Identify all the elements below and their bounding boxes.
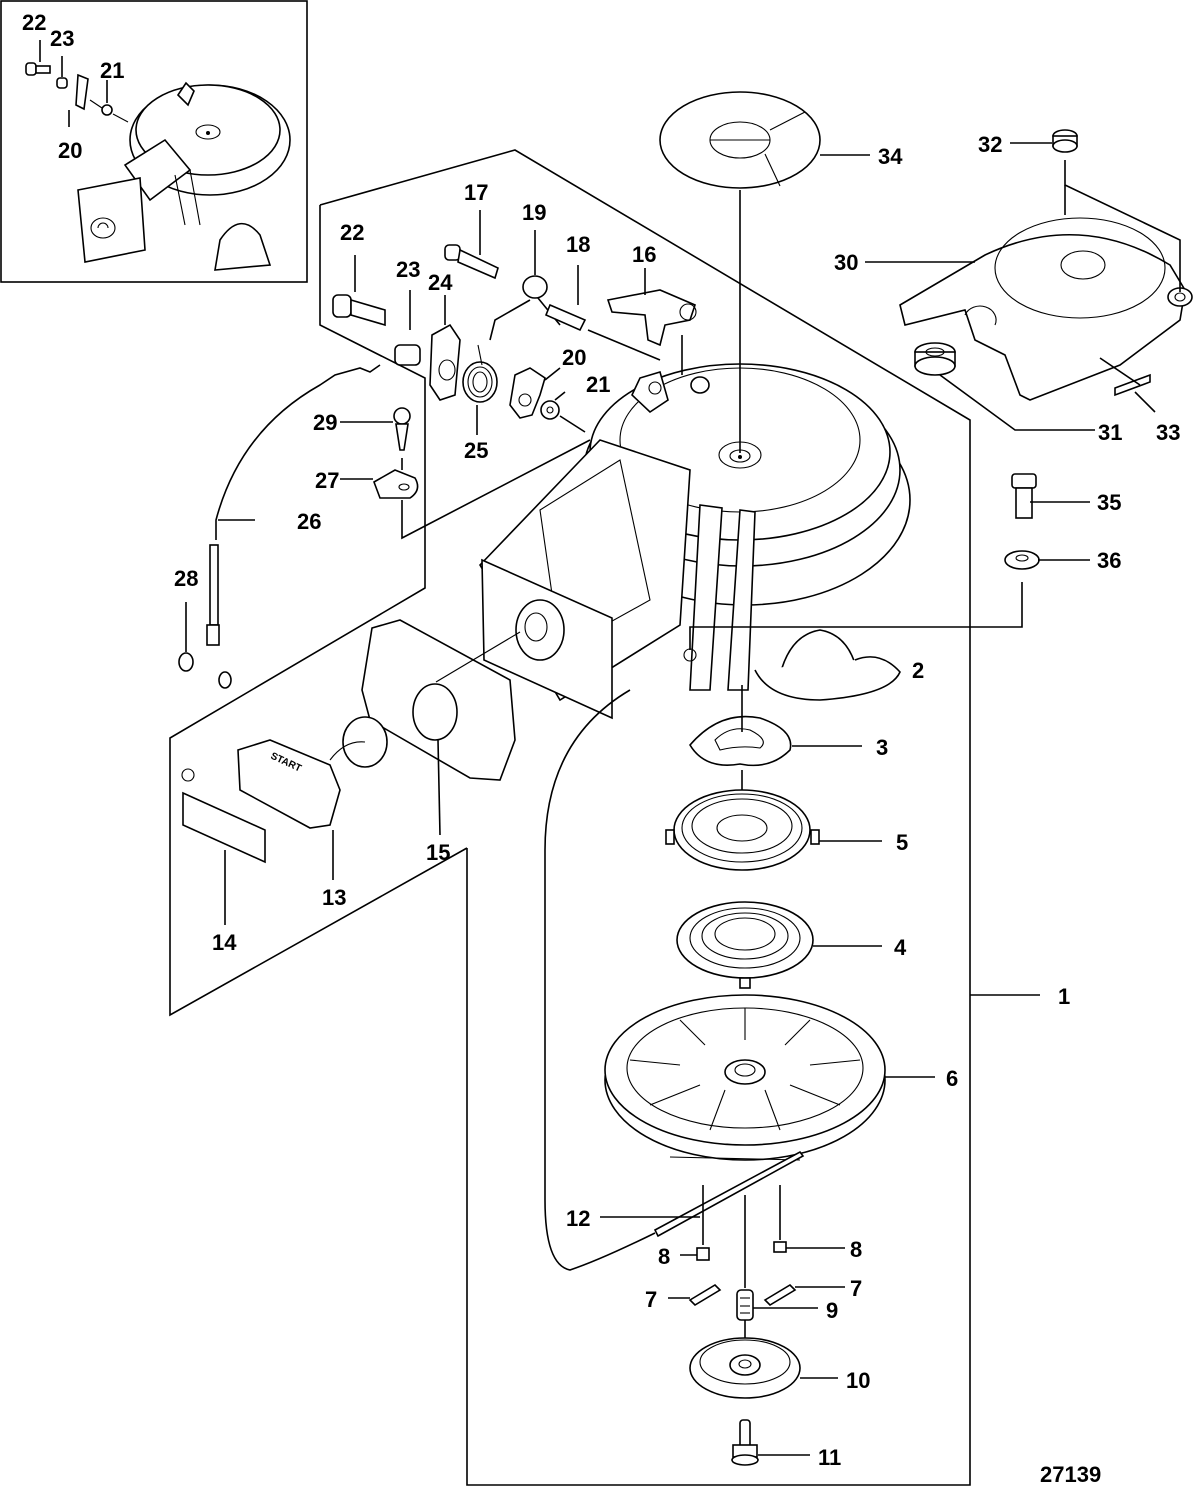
starter-housing-drawing [479,363,911,720]
callout-36: 36 [1097,548,1121,573]
center-stack-drawing [600,685,935,1238]
inset-frame [0,0,308,283]
inset-bushing-23 [56,77,68,89]
callout-30: 30 [834,250,858,275]
callout-12: 12 [566,1206,590,1231]
inset-washer-21 [101,104,113,116]
callout-18: 18 [566,232,590,257]
bolt-35-washer-36-drawing [689,473,1090,650]
cover-30-drawing [865,129,1193,431]
inset-callout-22: 22 [22,10,46,35]
inset-housing-drawing [77,81,291,271]
inset-callout-21: 21 [100,58,124,83]
callout-24: 24 [428,270,453,295]
callout-8-right: 8 [850,1237,862,1262]
callout-14: 14 [212,930,237,955]
callout-27: 27 [315,468,339,493]
callout-7-left: 7 [645,1287,657,1312]
callout-15: 15 [426,840,450,865]
callout-2: 2 [912,658,924,683]
callout-5: 5 [896,830,908,855]
callout-31: 31 [1098,420,1122,445]
callout-28: 28 [174,566,198,591]
callout-11: 11 [818,1445,841,1470]
callout-8-left: 8 [658,1244,670,1269]
callout-16: 16 [632,242,656,267]
handle-parts-drawing: START [181,619,521,925]
inset-callout-20: 20 [58,138,82,163]
decal-34-drawing [659,91,870,453]
lower-parts-drawing [668,1185,845,1466]
callout-25: 25 [464,438,488,463]
callout-32: 32 [978,132,1002,157]
callout-4: 4 [894,935,907,960]
callout-29: 29 [313,410,337,435]
callout-33: 33 [1156,420,1180,445]
lockout-parts-drawing [178,210,697,689]
rope-path-line [544,689,656,1271]
callout-22: 22 [340,220,364,245]
callout-9: 9 [826,1298,838,1323]
callout-3: 3 [876,735,888,760]
callout-20: 20 [562,345,586,370]
inset-screw-22 [25,62,51,76]
callout-13: 13 [322,885,346,910]
figure-number: 27139 [1040,1462,1101,1487]
grouping-boundaries [169,149,1040,1486]
callout-6: 6 [946,1066,958,1091]
callout-10: 10 [846,1368,870,1393]
callout-26: 26 [297,509,321,534]
inset-view: 22 23 21 20 [0,0,308,283]
inset-callout-23: 23 [50,26,74,51]
inset-lever-20 [75,73,89,111]
callout-21: 21 [586,372,610,397]
callout-1: 1 [1058,984,1070,1009]
callout-34: 34 [878,144,903,169]
callout-7-right: 7 [850,1276,862,1301]
callout-35: 35 [1097,490,1121,515]
callout-19: 19 [522,200,546,225]
callout-labels: 1 2 3 4 5 6 7 7 8 8 9 10 11 12 13 14 15 … [174,132,1180,1487]
callout-17: 17 [464,180,488,205]
callout-23: 23 [396,257,420,282]
